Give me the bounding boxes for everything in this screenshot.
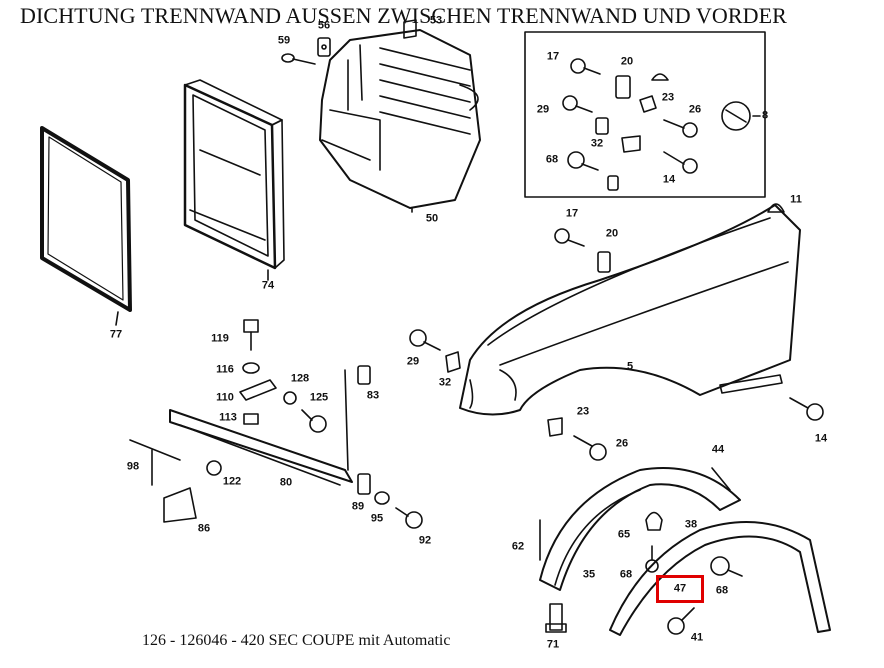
plug-part-122[interactable] — [206, 460, 222, 476]
liner-strip-part-38[interactable] — [609, 521, 831, 636]
part-label-80[interactable]: 80 — [279, 476, 293, 489]
strip-part-44[interactable] — [711, 467, 731, 491]
model-caption: 126 - 126046 - 420 SEC COUPE mit Automat… — [142, 632, 451, 649]
frame-part-74[interactable] — [183, 79, 285, 270]
screw-part-59[interactable] — [281, 53, 316, 65]
clip-part-89[interactable] — [357, 473, 371, 495]
part-label-68-left[interactable]: 68 — [619, 568, 633, 581]
leader-83 — [344, 369, 349, 471]
bracket-part-86[interactable] — [163, 487, 197, 523]
bracket-part-110[interactable] — [239, 379, 277, 401]
rail-part-80[interactable] — [169, 409, 353, 486]
bolt-part-68-right[interactable] — [710, 556, 743, 577]
washer-part-116[interactable] — [242, 362, 260, 374]
part-label-8[interactable]: 8 — [761, 109, 769, 122]
bolt-part-119[interactable] — [243, 319, 259, 351]
part-label-98[interactable]: 98 — [126, 460, 140, 473]
selected-part-highlight — [656, 575, 704, 603]
part-label-68-right[interactable]: 68 — [715, 584, 729, 597]
part-label-128[interactable]: 128 — [290, 372, 310, 385]
bolt-part-26[interactable] — [573, 435, 607, 461]
wheel-liner-part-35[interactable] — [539, 467, 741, 591]
pin-part-71[interactable] — [545, 603, 567, 633]
part-label-86[interactable]: 86 — [197, 522, 211, 535]
part-label-29[interactable]: 29 — [406, 355, 420, 368]
part-label-125[interactable]: 125 — [309, 391, 329, 404]
part-label-116[interactable]: 116 — [216, 363, 234, 376]
part-label-20[interactable]: 20 — [605, 227, 619, 240]
part-label-32-kit[interactable]: 32 — [590, 137, 604, 150]
housing-part-50[interactable] — [319, 29, 481, 209]
part-label-113[interactable]: 113 — [219, 411, 237, 424]
part-label-50[interactable]: 50 — [425, 212, 439, 225]
part-label-56[interactable]: 56 — [317, 19, 331, 32]
bolt-part-125[interactable] — [301, 409, 327, 433]
part-label-14[interactable]: 14 — [814, 432, 828, 445]
leader-77 — [115, 311, 119, 326]
washer-part-128[interactable] — [283, 391, 297, 405]
clip-part-65[interactable] — [645, 511, 663, 531]
part-label-62[interactable]: 62 — [511, 540, 525, 553]
bolt-part-17[interactable] — [554, 228, 585, 247]
part-label-32[interactable]: 32 — [438, 376, 452, 389]
part-label-68-kit[interactable]: 68 — [545, 153, 559, 166]
part-label-95[interactable]: 95 — [370, 512, 384, 525]
part-label-110[interactable]: 110 — [216, 391, 234, 404]
bolt-part-29[interactable] — [409, 329, 441, 351]
bolt-part-14[interactable] — [789, 397, 824, 421]
bolt-part-92[interactable] — [395, 507, 423, 529]
part-label-41[interactable]: 41 — [690, 631, 704, 644]
part-label-29-kit[interactable]: 29 — [536, 103, 550, 116]
part-label-71[interactable]: 71 — [546, 638, 560, 651]
part-label-47[interactable]: 47 — [673, 582, 687, 595]
part-label-26-kit[interactable]: 26 — [688, 103, 702, 116]
part-label-53[interactable]: 53 — [429, 14, 443, 27]
clip-part-20[interactable] — [597, 251, 611, 273]
clip-part-53[interactable] — [403, 19, 417, 39]
clip-part-56[interactable] — [317, 37, 331, 57]
part-label-35[interactable]: 35 — [582, 568, 596, 581]
bolt-part-68-left[interactable] — [645, 545, 659, 573]
part-label-74[interactable]: 74 — [261, 279, 275, 292]
fastener-kit-box — [524, 31, 766, 198]
part-label-5[interactable]: 5 — [626, 360, 634, 373]
part-label-92[interactable]: 92 — [418, 534, 432, 547]
part-label-89[interactable]: 89 — [351, 500, 365, 513]
part-label-26[interactable]: 26 — [615, 437, 629, 450]
part-label-119[interactable]: 119 — [211, 332, 229, 345]
part-label-23-kit[interactable]: 23 — [661, 91, 675, 104]
part-label-11[interactable]: 11 — [790, 193, 802, 206]
washer-part-95[interactable] — [374, 491, 390, 505]
part-label-44[interactable]: 44 — [711, 443, 725, 456]
part-label-17[interactable]: 17 — [565, 207, 579, 220]
seal-frame-77[interactable] — [40, 126, 132, 312]
clip-part-83[interactable] — [357, 365, 371, 385]
clip-part-23[interactable] — [547, 417, 563, 437]
part-label-17-kit[interactable]: 17 — [546, 50, 560, 63]
screw-part-41[interactable] — [667, 607, 695, 635]
clip-part-32[interactable] — [445, 351, 461, 373]
part-label-77[interactable]: 77 — [109, 328, 123, 341]
nut-part-113[interactable] — [243, 413, 259, 425]
part-label-14-kit[interactable]: 14 — [662, 173, 676, 186]
part-label-122[interactable]: 122 — [222, 475, 242, 488]
kit-fasteners[interactable] — [562, 58, 761, 191]
post-part-98[interactable] — [129, 439, 181, 486]
part-label-59[interactable]: 59 — [277, 34, 291, 47]
part-label-38[interactable]: 38 — [684, 518, 698, 531]
part-label-65[interactable]: 65 — [617, 528, 631, 541]
part-label-23[interactable]: 23 — [576, 405, 590, 418]
part-label-83[interactable]: 83 — [366, 389, 380, 402]
fender-part-5[interactable] — [459, 204, 801, 416]
part-label-20-kit[interactable]: 20 — [620, 55, 634, 68]
